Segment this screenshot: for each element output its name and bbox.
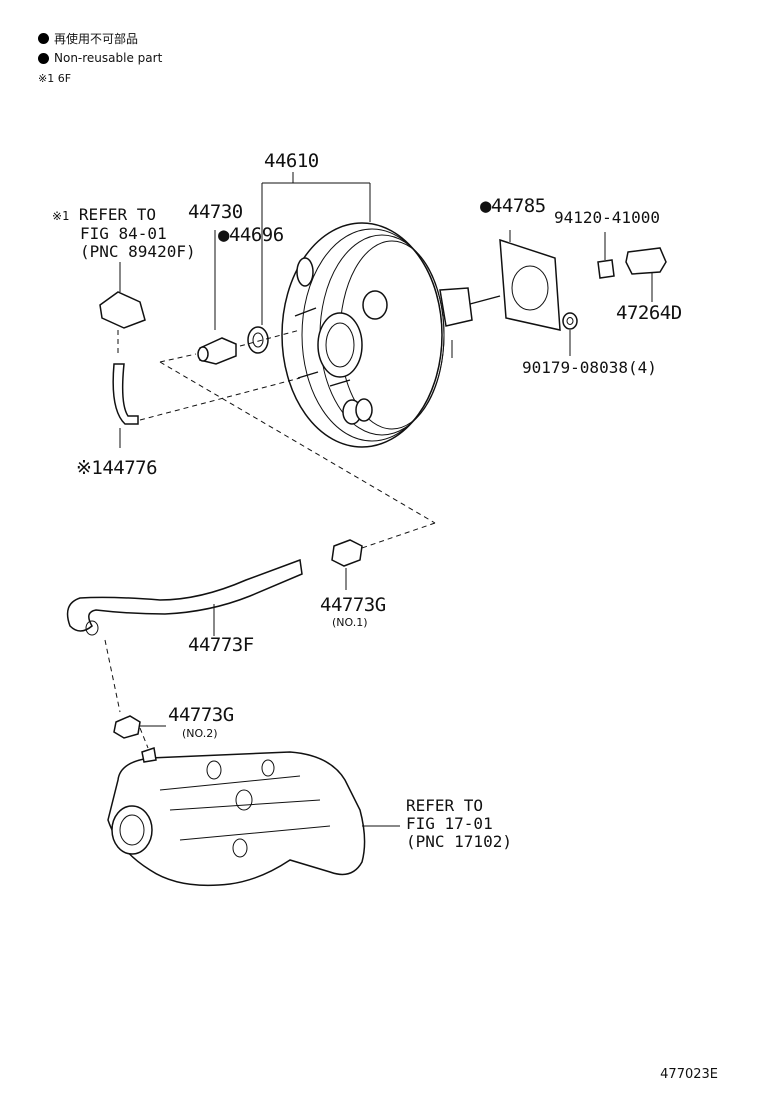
label-44730: 44730: [188, 201, 243, 223]
label-44696: ●44696: [218, 224, 284, 246]
hose-44776-drawing: [112, 363, 139, 448]
bullet-icon: [38, 32, 49, 44]
intake-manifold-drawing: [107, 747, 400, 887]
label-44773g-no1: 44773G: [320, 594, 386, 616]
ref2-line2: FIG 17-01: [406, 814, 493, 833]
legend-row-en: Non-reusable part: [38, 48, 162, 68]
grommet-drawing: [247, 326, 269, 354]
label-44773g-no1-sub: (NO.1): [332, 616, 368, 629]
clamp-no1-drawing: [331, 539, 363, 590]
hose-routing-dashes: [104, 329, 436, 749]
figure-id: 477023E: [660, 1067, 718, 1082]
ref2-line1: REFER TO: [406, 796, 484, 815]
label-44773g-no2: 44773G: [168, 704, 234, 726]
label-44773f: 44773F: [188, 634, 254, 656]
label-44776: ※144776: [76, 457, 158, 479]
legend: 再使用不可部品 Non-reusable part ※1 6F: [38, 28, 162, 85]
bullet-icon: [38, 52, 49, 64]
legend-en-label: Non-reusable part: [54, 51, 163, 65]
legend-note: ※1 6F: [38, 72, 72, 85]
label-94120-41000: 94120-41000: [554, 208, 660, 227]
label-90179-08038: 90179-08038(4): [522, 358, 657, 377]
bracket-drawing: [625, 247, 667, 302]
label-44785: ●44785: [480, 195, 546, 217]
bushing-drawing: [597, 232, 615, 279]
legend-row-jp: 再使用不可部品: [38, 28, 162, 48]
ref1-line2: FIG 84-01: [80, 224, 167, 243]
ref1-line1: ※1 REFER TO: [52, 206, 196, 225]
label-44610: 44610: [264, 150, 319, 172]
leader-44610: [214, 172, 371, 330]
legend-jp-label: 再使用不可部品: [54, 31, 139, 46]
gasket-drawing: [499, 230, 561, 331]
ref1-refer-to: REFER TO: [78, 205, 156, 224]
ref2-block: REFER TO FIG 17-01 (PNC 17102): [406, 797, 512, 851]
ref1-block: ※1 REFER TO FIG 84-01 (PNC 89420F): [52, 206, 196, 261]
check-valve-drawing: [197, 337, 237, 365]
ref2-line3: (PNC 17102): [406, 832, 512, 851]
clamp-no2-drawing: [113, 715, 166, 739]
nut-drawing: [562, 312, 578, 356]
vacuum-sensor-drawing: [99, 262, 146, 356]
label-47264d: 47264D: [616, 302, 682, 324]
ref1-mark: ※1: [52, 209, 70, 223]
brake-booster-drawing: [281, 222, 501, 448]
hose-44773f-drawing: [66, 558, 303, 636]
ref1-line3: (PNC 89420F): [80, 242, 196, 261]
label-44773g-no2-sub: (NO.2): [182, 727, 218, 740]
